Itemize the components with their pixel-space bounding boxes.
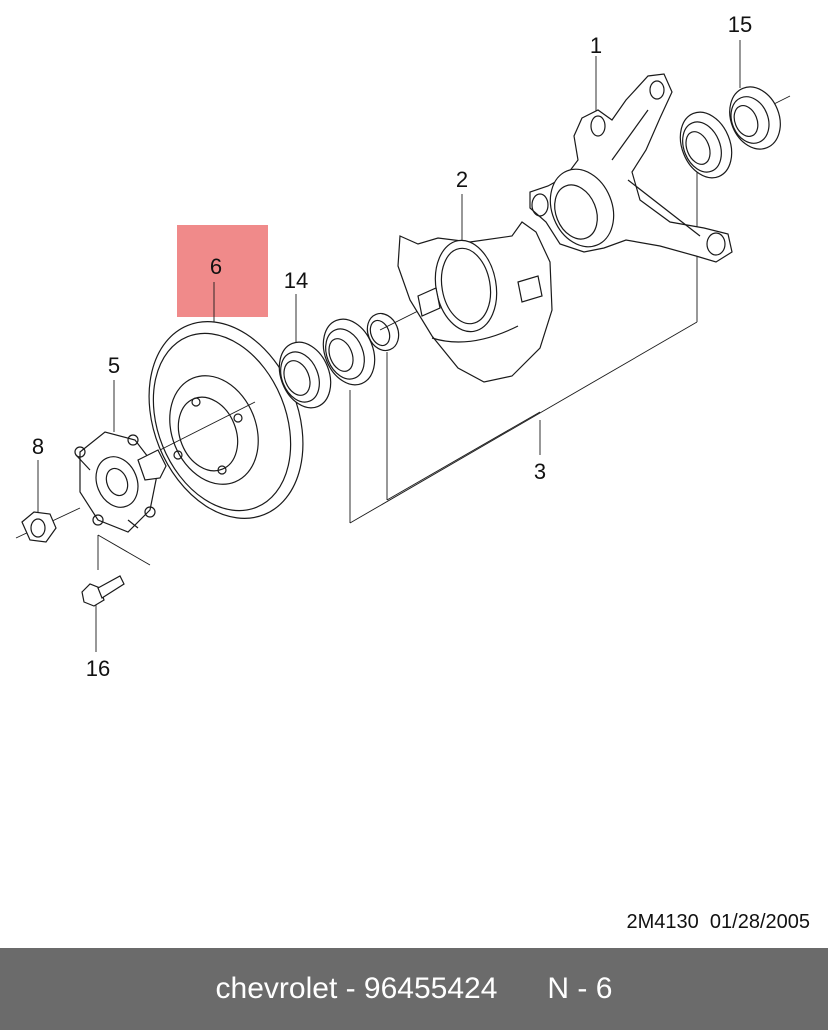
callout-5: 5 bbox=[107, 353, 121, 378]
callout-14: 14 bbox=[283, 268, 309, 293]
dust-shield-part-2 bbox=[397, 221, 553, 383]
oil-seal-part-14 bbox=[278, 341, 332, 409]
footer-text: chevrolet - 96455424 N - 6 bbox=[215, 972, 613, 1005]
wheel-bolt-part-16 bbox=[81, 575, 125, 607]
callout-2: 2 bbox=[455, 167, 469, 192]
steering-knuckle-part-1 bbox=[529, 73, 733, 263]
callout-16: 16 bbox=[85, 656, 111, 681]
wheel-nut-part-8 bbox=[21, 511, 57, 543]
oil-seal-part-15 bbox=[729, 86, 781, 150]
callout-15: 15 bbox=[727, 12, 753, 37]
inner-bearing bbox=[679, 111, 733, 179]
highlight-box-part-6 bbox=[177, 225, 268, 317]
callout-1: 1 bbox=[589, 33, 603, 58]
callout-8: 8 bbox=[31, 434, 45, 459]
footer-bar: chevrolet - 96455424 N - 6 bbox=[0, 948, 828, 1030]
exploded-parts-diagram bbox=[15, 40, 791, 652]
bearing-inner-ring bbox=[366, 312, 400, 352]
wheel-hub-part-5 bbox=[74, 431, 167, 533]
bearing-outer-left bbox=[322, 318, 376, 386]
brake-disc-part-6 bbox=[148, 321, 304, 519]
drawing-code-date: 2M4130 01/28/2005 bbox=[626, 911, 811, 933]
callout-6: 6 bbox=[209, 254, 223, 279]
callout-3: 3 bbox=[533, 459, 547, 484]
